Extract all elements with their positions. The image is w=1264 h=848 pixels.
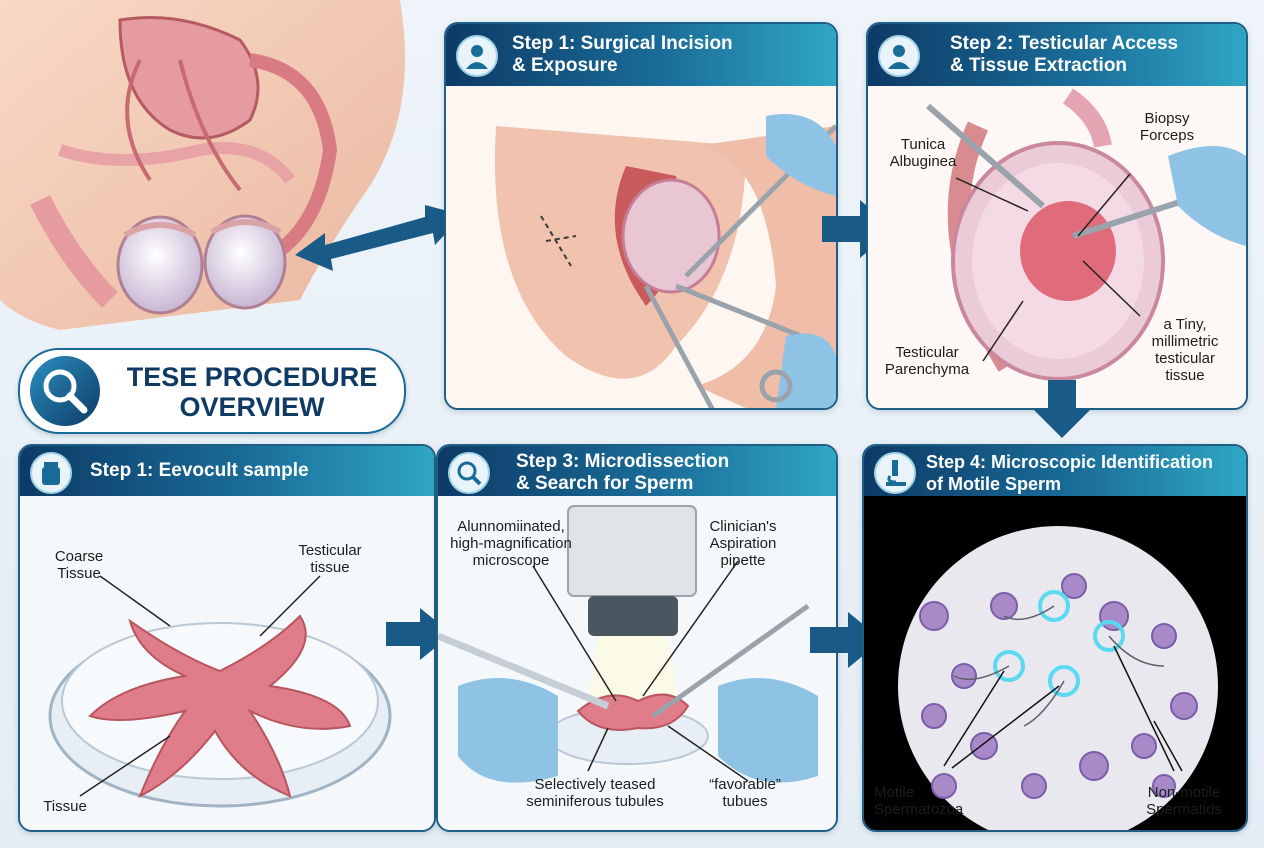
flow-arrow-anatomy-to-incision bbox=[285, 195, 470, 275]
microscope-field bbox=[864, 496, 1246, 830]
testicle-illustration bbox=[868, 86, 1246, 408]
panel-header: Step 1: Eevocult sample bbox=[20, 446, 434, 496]
incision-illustration bbox=[446, 86, 836, 408]
search-eye-icon bbox=[448, 452, 490, 494]
flow-arrow-sample-to-step3 bbox=[384, 606, 454, 662]
label-teased-tubules: Selectively teased seminiferous tubules bbox=[526, 776, 664, 810]
magnifier-icon bbox=[30, 356, 100, 426]
petri-dish-illustration bbox=[20, 496, 434, 830]
panel-step3-microdissection: Step 3: Microdissection & Search for Spe… bbox=[436, 444, 838, 832]
label-nonmotile-spermatids: Non-motile Spermatids bbox=[1146, 784, 1222, 818]
label-tissue: Tissue bbox=[43, 798, 87, 815]
doctor-icon bbox=[456, 35, 498, 77]
label-coarse-tissue: Coarse Tissue bbox=[54, 548, 104, 582]
panel-title: Step 2: Testicular Access & Tissue Extra… bbox=[950, 33, 1179, 76]
panel-title: Step 3: Microdissection & Search for Spe… bbox=[516, 451, 730, 494]
panel-header: Step 4: Microscopic Identification of Mo… bbox=[864, 446, 1246, 496]
overview-title: TESE PROCEDURE OVERVIEW bbox=[126, 362, 378, 422]
label-tiny-tissue: a Tiny, millimetric testicular tissue bbox=[1151, 316, 1219, 384]
microscope-icon bbox=[874, 452, 916, 494]
flow-arrow-step2-to-step4 bbox=[1030, 378, 1094, 440]
label-testicular-tissue: Testicular tissue bbox=[298, 542, 362, 576]
label-microscope: Alunnomiinated, high-magnification micro… bbox=[450, 518, 572, 569]
label-biopsy-forceps: Biopsy Forceps bbox=[1139, 110, 1195, 144]
label-tunica-albuginea: Tunica Albuginea bbox=[889, 136, 957, 170]
panel-step1-sample: Step 1: Eevocult sample Coarse Tissue Te… bbox=[18, 444, 436, 832]
overview-badge: TESE PROCEDURE OVERVIEW bbox=[18, 348, 406, 434]
specimen-jar-icon bbox=[30, 452, 72, 494]
microdissection-illustration bbox=[438, 496, 836, 830]
doctor-icon bbox=[878, 35, 920, 77]
panel-step4-identification: Step 4: Microscopic Identification of Mo… bbox=[862, 444, 1248, 832]
panel-step2-access: Step 2: Testicular Access & Tissue Extra… bbox=[866, 22, 1248, 410]
panel-header: Step 1: Surgical Incision & Exposure bbox=[446, 24, 836, 86]
panel-step1-incision: Step 1: Surgical Incision & Exposure bbox=[444, 22, 838, 410]
panel-header: Step 2: Testicular Access & Tissue Extra… bbox=[868, 24, 1246, 86]
label-aspiration-pipette: Clinician's Aspiration pipette bbox=[709, 518, 777, 569]
anatomy-illustration bbox=[0, 0, 440, 345]
label-favorable-tubules: “favorable” tubues bbox=[709, 776, 781, 810]
label-motile-spermatozoa: Motile Spermatozoa bbox=[874, 784, 964, 818]
label-testicular-parenchyma: Testicular Parenchyma bbox=[884, 344, 970, 378]
panel-title: Step 1: Surgical Incision & Exposure bbox=[512, 33, 733, 76]
panel-title: Step 4: Microscopic Identification of Mo… bbox=[926, 452, 1214, 494]
panel-header: Step 3: Microdissection & Search for Spe… bbox=[438, 446, 836, 496]
panel-title: Step 1: Eevocult sample bbox=[90, 460, 309, 481]
